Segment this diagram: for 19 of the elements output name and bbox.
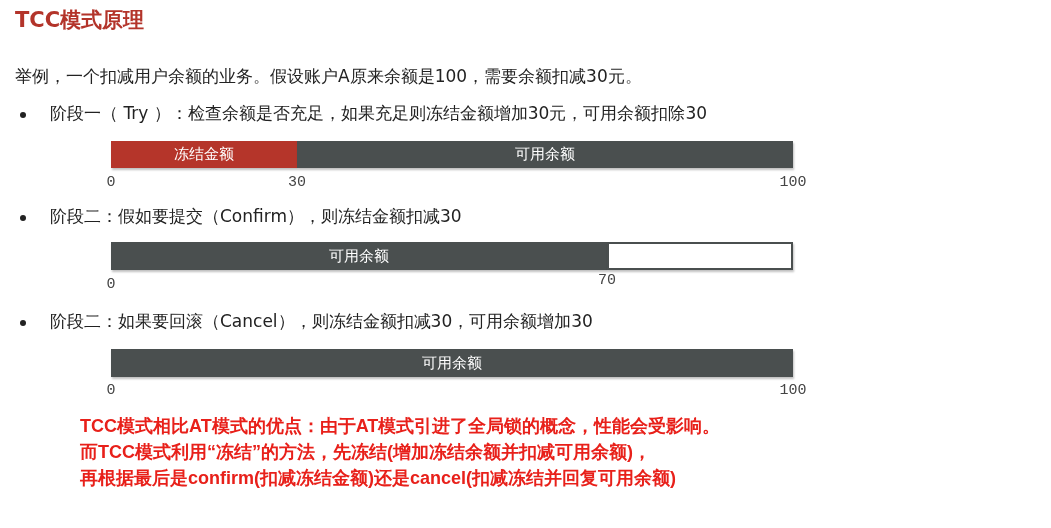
scale-value: 30 [288, 174, 306, 191]
bar-segment: 可用余额 [111, 242, 607, 270]
bar-segment: 冻结金额 [111, 141, 297, 168]
bar-segment: 可用余额 [297, 141, 793, 168]
bullet-text: 阶段二：如果要回滚（Cancel），则冻结金额扣减30，可用余额增加30 [50, 310, 593, 333]
bullet-text: 阶段一（ Try ）：检查余额是否充足，如果充足则冻结金额增加30元，可用余额扣除30 [50, 102, 707, 125]
scale-value: 70 [598, 272, 616, 289]
note-text: 再根据最后是confirm(扣减冻结金额)还是cancel(扣减冻结并回复可用余额) [80, 467, 677, 490]
note-text: 而TCC模式利用“冻结”的方法，先冻结(增加冻结余额并扣减可用余额)， [80, 441, 651, 464]
slide-title: TCC模式原理 [15, 7, 145, 34]
scale-value: 0 [106, 382, 116, 399]
scale-value: 100 [779, 174, 807, 191]
intro-text: 举例，一个扣减用户余额的业务。假设账户A原来余额是100，需要余额扣减30元。 [15, 65, 642, 88]
scale-value: 100 [779, 382, 807, 399]
scale-value: 0 [106, 174, 116, 191]
bullet-text: 阶段二：假如要提交（Confirm），则冻结金额扣减30 [50, 205, 462, 228]
note-text: TCC模式相比AT模式的优点：由于AT模式引进了全局锁的概念，性能会受影响。 [80, 415, 721, 438]
scale-value: 0 [106, 276, 116, 293]
bar-segment: 可用余额 [111, 349, 793, 377]
